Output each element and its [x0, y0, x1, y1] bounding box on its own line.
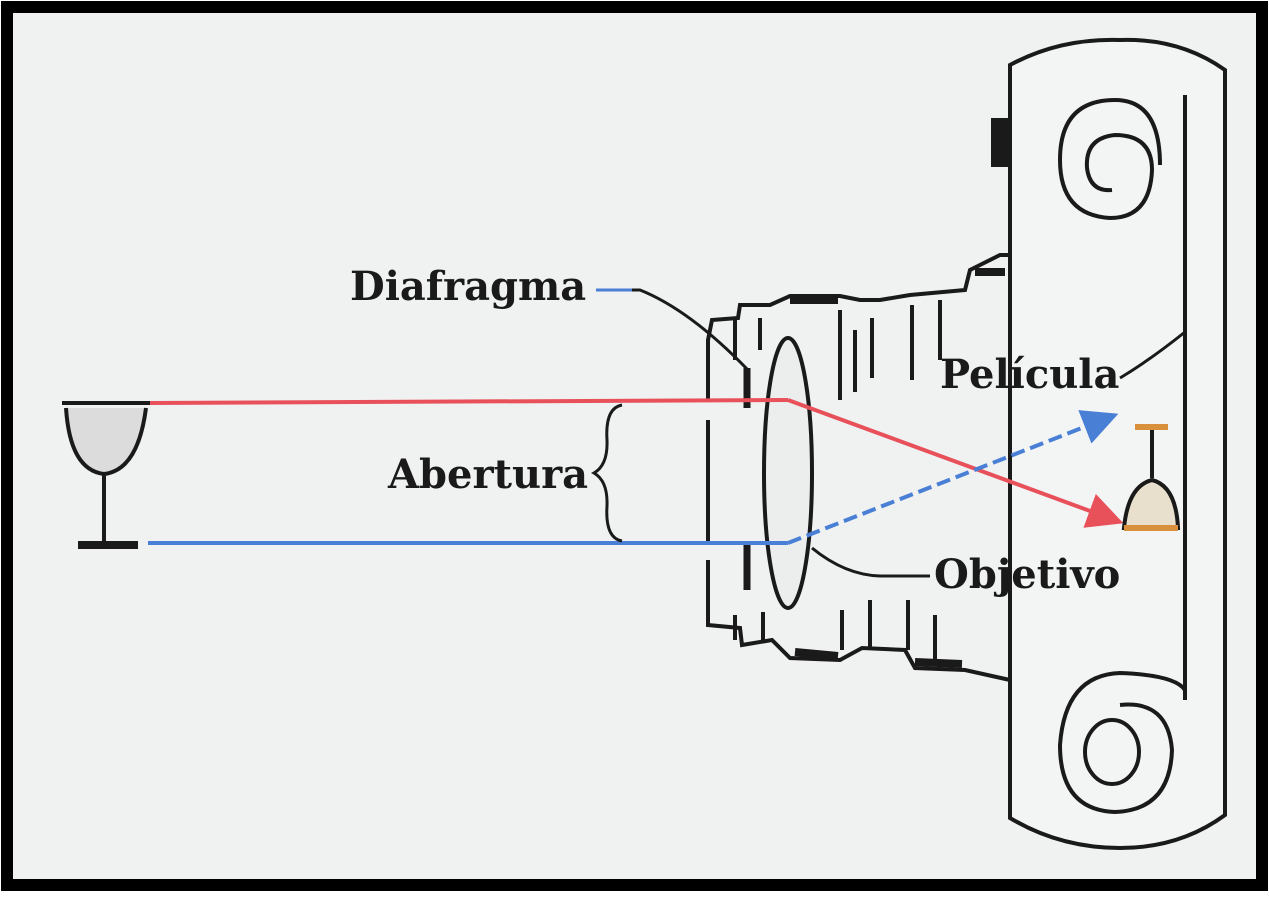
objective-lens: [762, 336, 814, 610]
ray-bottom-refracted: [787, 410, 1119, 545]
abertura-brace: [590, 403, 623, 543]
label-abertura: Abertura: [387, 451, 588, 498]
label-diafragma: Diafragma: [350, 263, 586, 310]
ray-top-refracted: [787, 398, 1124, 528]
wine-glass-object-icon: [62, 401, 150, 549]
film-spool-icon: [1057, 670, 1187, 815]
inverted-wine-glass-image-icon: [1121, 424, 1181, 531]
ray-top-incoming: [149, 398, 789, 405]
leader-lines: [598, 288, 1186, 578]
camera-body: [991, 37, 1227, 851]
light-rays: [148, 398, 1124, 545]
film-spool-icon: [1057, 97, 1162, 221]
lens-barrel: [706, 253, 1011, 682]
label-pelicula: Película: [940, 351, 1119, 398]
label-objetivo: Objetivo: [934, 551, 1120, 598]
